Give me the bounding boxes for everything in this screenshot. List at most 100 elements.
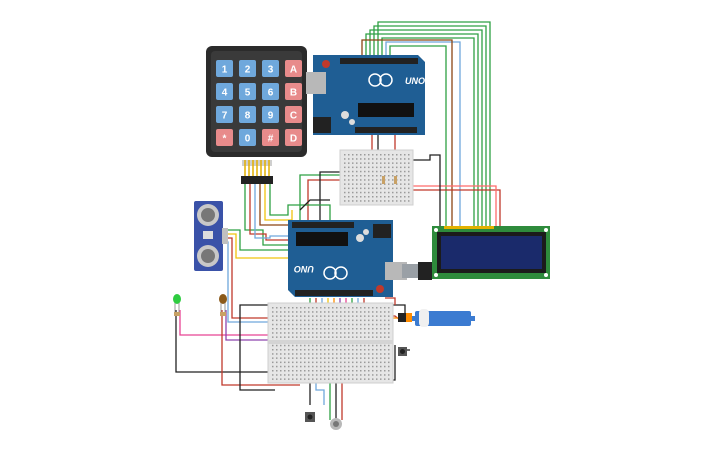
breadboard-hole (368, 332, 370, 334)
breadboard-hole (380, 196, 382, 198)
breadboard-hole (328, 323, 330, 326)
breadboard-hole (300, 307, 302, 309)
breadboard-hole (280, 361, 282, 364)
breadboard-hole (368, 323, 370, 326)
breadboard-hole (288, 344, 290, 347)
breadboard-hole (408, 166, 410, 169)
breadboard-hole (408, 183, 410, 185)
breadboard-hole (384, 332, 386, 334)
breadboard-hole (296, 374, 298, 376)
breadboard-hole (272, 336, 274, 338)
breadboard-hole (372, 162, 374, 164)
breadboard-hole (348, 158, 350, 160)
breadboard-hole (376, 187, 378, 190)
breadboard-hole (360, 179, 362, 181)
breadboard-hole (380, 158, 382, 160)
breadboard-hole (380, 166, 382, 169)
keypad-key-label: C (290, 111, 297, 122)
breadboard-hole (364, 315, 366, 317)
breadboard-hole (328, 374, 330, 376)
breadboard-hole (364, 183, 366, 185)
breadboard-hole (308, 323, 310, 326)
keypad-face (211, 51, 302, 152)
breadboard-hole (308, 357, 310, 359)
breadboard-hole (384, 357, 386, 359)
breadboard-hole (376, 374, 378, 376)
breadboard-hole (336, 361, 338, 364)
breadboard-hole (368, 349, 370, 351)
breadboard-hole (296, 311, 298, 313)
breadboard-hole (352, 315, 354, 317)
breadboard-hole (392, 200, 394, 202)
breadboard-hole (328, 344, 330, 347)
breadboard-hole (368, 374, 370, 376)
breadboard-hole (320, 319, 322, 322)
breadboard-hole (400, 196, 402, 198)
breadboard-hole (388, 370, 390, 372)
breadboard-hole (288, 332, 290, 334)
breadboard-hole (272, 365, 274, 368)
breadboard-hole (364, 162, 366, 164)
breadboard-hole (372, 353, 374, 355)
breadboard-hole (320, 361, 322, 364)
breadboard-hole (320, 307, 322, 309)
breadboard-hole (292, 332, 294, 334)
breadboard-hole (376, 307, 378, 309)
breadboard-hole (336, 319, 338, 322)
breadboard-hole (324, 349, 326, 351)
breadboard-hole (392, 196, 394, 198)
breadboard-hole (296, 323, 298, 326)
breadboard-hole (276, 307, 278, 309)
breadboard-hole (300, 328, 302, 330)
breadboard-hole (296, 349, 298, 351)
breadboard-hole (292, 349, 294, 351)
breadboard-hole (368, 365, 370, 368)
arduino-bottom-chip (296, 232, 348, 246)
breadboard-hole (380, 344, 382, 347)
breadboard-hole (280, 311, 282, 313)
breadboard-hole (336, 378, 338, 380)
breadboard-hole (348, 175, 350, 177)
breadboard-hole (284, 332, 286, 334)
breadboard-hole (388, 315, 390, 317)
breadboard-hole (300, 370, 302, 372)
breadboard-hole (384, 315, 386, 317)
breadboard-hole (388, 183, 390, 185)
breadboard-hole (312, 307, 314, 309)
breadboard-hole (396, 187, 398, 190)
breadboard-hole (352, 365, 354, 368)
breadboard-hole (376, 332, 378, 334)
servo-motor (398, 309, 475, 327)
breadboard-hole (384, 365, 386, 368)
breadboard-hole (388, 349, 390, 351)
breadboard-hole (336, 353, 338, 355)
breadboard-hole (348, 179, 350, 181)
breadboard-hole (388, 323, 390, 326)
breadboard-hole (380, 378, 382, 380)
breadboard-hole (328, 336, 330, 338)
breadboard-hole (308, 307, 310, 309)
keypad-key (216, 129, 233, 146)
breadboard-hole (368, 196, 370, 198)
keypad-key-label: 3 (268, 65, 274, 76)
breadboard-hole (344, 191, 346, 194)
breadboard-hole (360, 323, 362, 326)
breadboard-hole (332, 378, 334, 380)
breadboard-hole (340, 315, 342, 317)
breadboard-hole (380, 349, 382, 351)
breadboard-hole (356, 344, 358, 347)
breadboard-hole (308, 336, 310, 338)
breadboard-hole (308, 344, 310, 347)
breadboard-hole (276, 328, 278, 330)
breadboard-hole (296, 332, 298, 334)
breadboard-hole (316, 374, 318, 376)
breadboard-hole (328, 311, 330, 313)
breadboard-hole (364, 353, 366, 355)
breadboard-hole (276, 365, 278, 368)
breadboard-hole (388, 361, 390, 364)
breadboard-hole (336, 370, 338, 372)
breadboard-hole (332, 311, 334, 313)
breadboard-hole (372, 344, 374, 347)
breadboard-hole (328, 378, 330, 380)
breadboard-hole (348, 378, 350, 380)
